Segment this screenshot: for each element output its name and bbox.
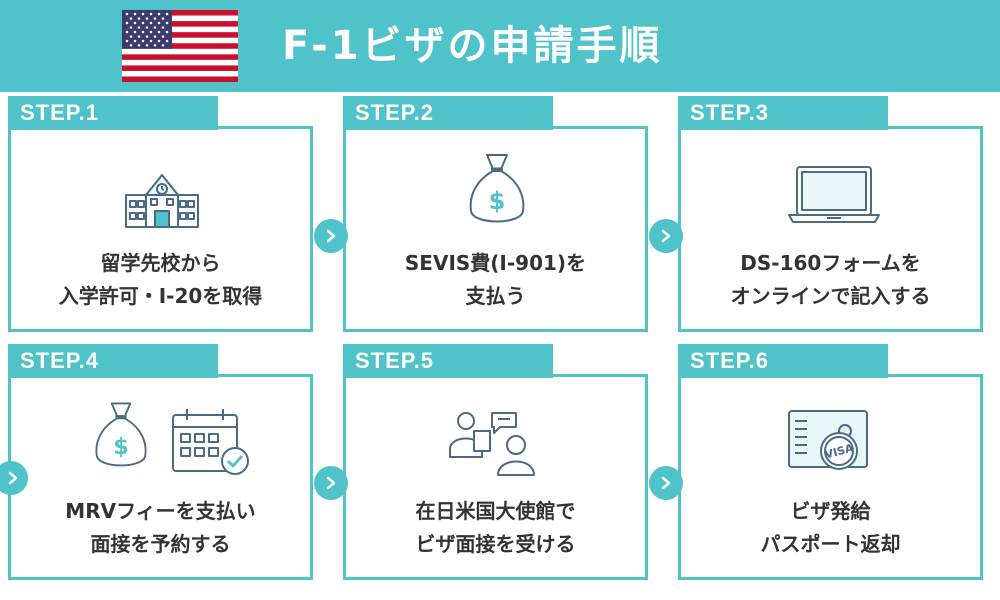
step-1-line-1: 留学先校から (100, 251, 221, 275)
step-2-line-1: SEVIS費(I-901)を (404, 251, 587, 275)
page-title: F-1ビザの申請手順 (282, 23, 663, 69)
step-card-4: $ MRVフィーを支払い 面接を予約する (8, 374, 313, 580)
laptop-icon (788, 166, 880, 223)
money-bag-icon: $ (469, 154, 525, 223)
step-5-line-2: ビザ面接を受ける (415, 532, 576, 556)
money-bag-icon: $ (95, 402, 147, 467)
step-card-5: 在日米国大使館で ビザ面接を受ける (343, 374, 648, 580)
step-4-line-1: MRVフィーを支払い (65, 499, 256, 523)
arrow-step-1-to-2 (314, 219, 348, 253)
chevron-right-icon (661, 229, 671, 243)
visa-stamp-icon: VISA (788, 410, 868, 470)
step-label-5: STEP.5 (343, 344, 553, 378)
svg-text:$: $ (489, 187, 506, 215)
step-card-6: VISA ビザ発給 パスポート返却 (678, 374, 983, 580)
school-building-icon (125, 174, 199, 228)
chevron-right-icon (326, 229, 336, 243)
interview-icon (449, 412, 535, 476)
step-5-line-1: 在日米国大使館で (415, 499, 576, 523)
step-card-1: 留学先校から 入学許可・I-20を取得 (8, 126, 313, 332)
step-1-line-2: 入学許可・I-20を取得 (58, 284, 263, 308)
arrow-step-5-to-6 (649, 466, 683, 500)
calendar-check-icon (172, 409, 249, 475)
arrow-step-4-to-5 (314, 466, 348, 500)
step-6-line-1: ビザ発給 (790, 499, 871, 523)
step-4-line-2: 面接を予約する (90, 532, 231, 556)
step-3-line-2: オンラインで記入する (730, 284, 931, 308)
chevron-right-icon (8, 471, 18, 485)
header-banner: F-1ビザの申請手順 (0, 0, 1000, 92)
step-label-2: STEP.2 (343, 96, 553, 130)
step-label-4: STEP.4 (8, 344, 218, 378)
arrow-step-3-to-4 (0, 461, 28, 495)
step-6-line-2: パスポート返却 (760, 532, 901, 556)
step-2-line-2: 支払う (465, 284, 526, 308)
chevron-right-icon (661, 476, 671, 490)
us-flag-icon (122, 10, 238, 82)
arrow-step-2-to-3 (649, 219, 683, 253)
step-label-3: STEP.3 (678, 96, 888, 130)
step-card-2: $ SEVIS費(I-901)を 支払う (343, 126, 648, 332)
svg-text:$: $ (113, 434, 129, 460)
chevron-right-icon (326, 476, 336, 490)
step-label-1: STEP.1 (8, 96, 218, 130)
step-card-3: DS-160フォームを オンラインで記入する (678, 126, 983, 332)
step-3-line-1: DS-160フォームを (740, 251, 921, 275)
step-label-6: STEP.6 (678, 344, 888, 378)
